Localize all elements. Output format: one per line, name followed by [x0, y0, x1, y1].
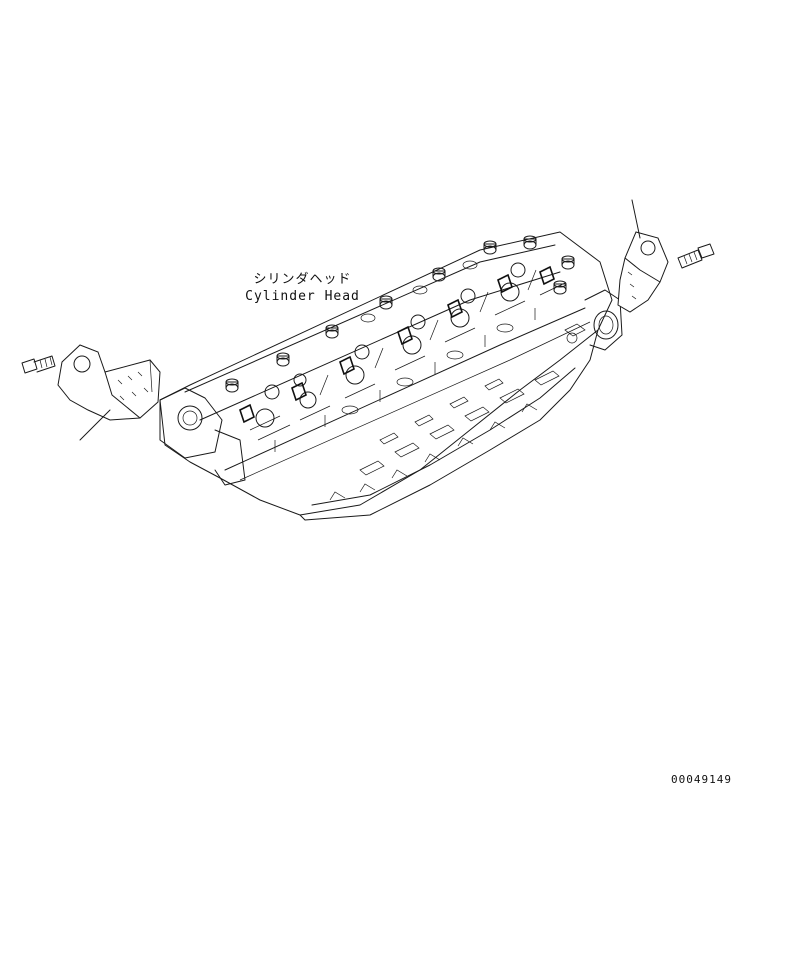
- head-bolts-top-row: [225, 235, 575, 393]
- bolt: [21, 355, 56, 374]
- callout-label-japanese: シリンダヘッド: [253, 272, 352, 287]
- part-number: 00049149: [671, 773, 732, 786]
- cylinder-head: [159, 231, 623, 521]
- valve-assemblies: [239, 260, 566, 452]
- leader-line-front: [79, 409, 111, 441]
- lifting-bracket-rear: [617, 231, 669, 313]
- lifting-bracket-front: [57, 344, 161, 421]
- callout-label-english: Cylinder Head: [245, 289, 360, 304]
- bolt: [677, 243, 715, 269]
- leader-line-rear: [631, 199, 641, 239]
